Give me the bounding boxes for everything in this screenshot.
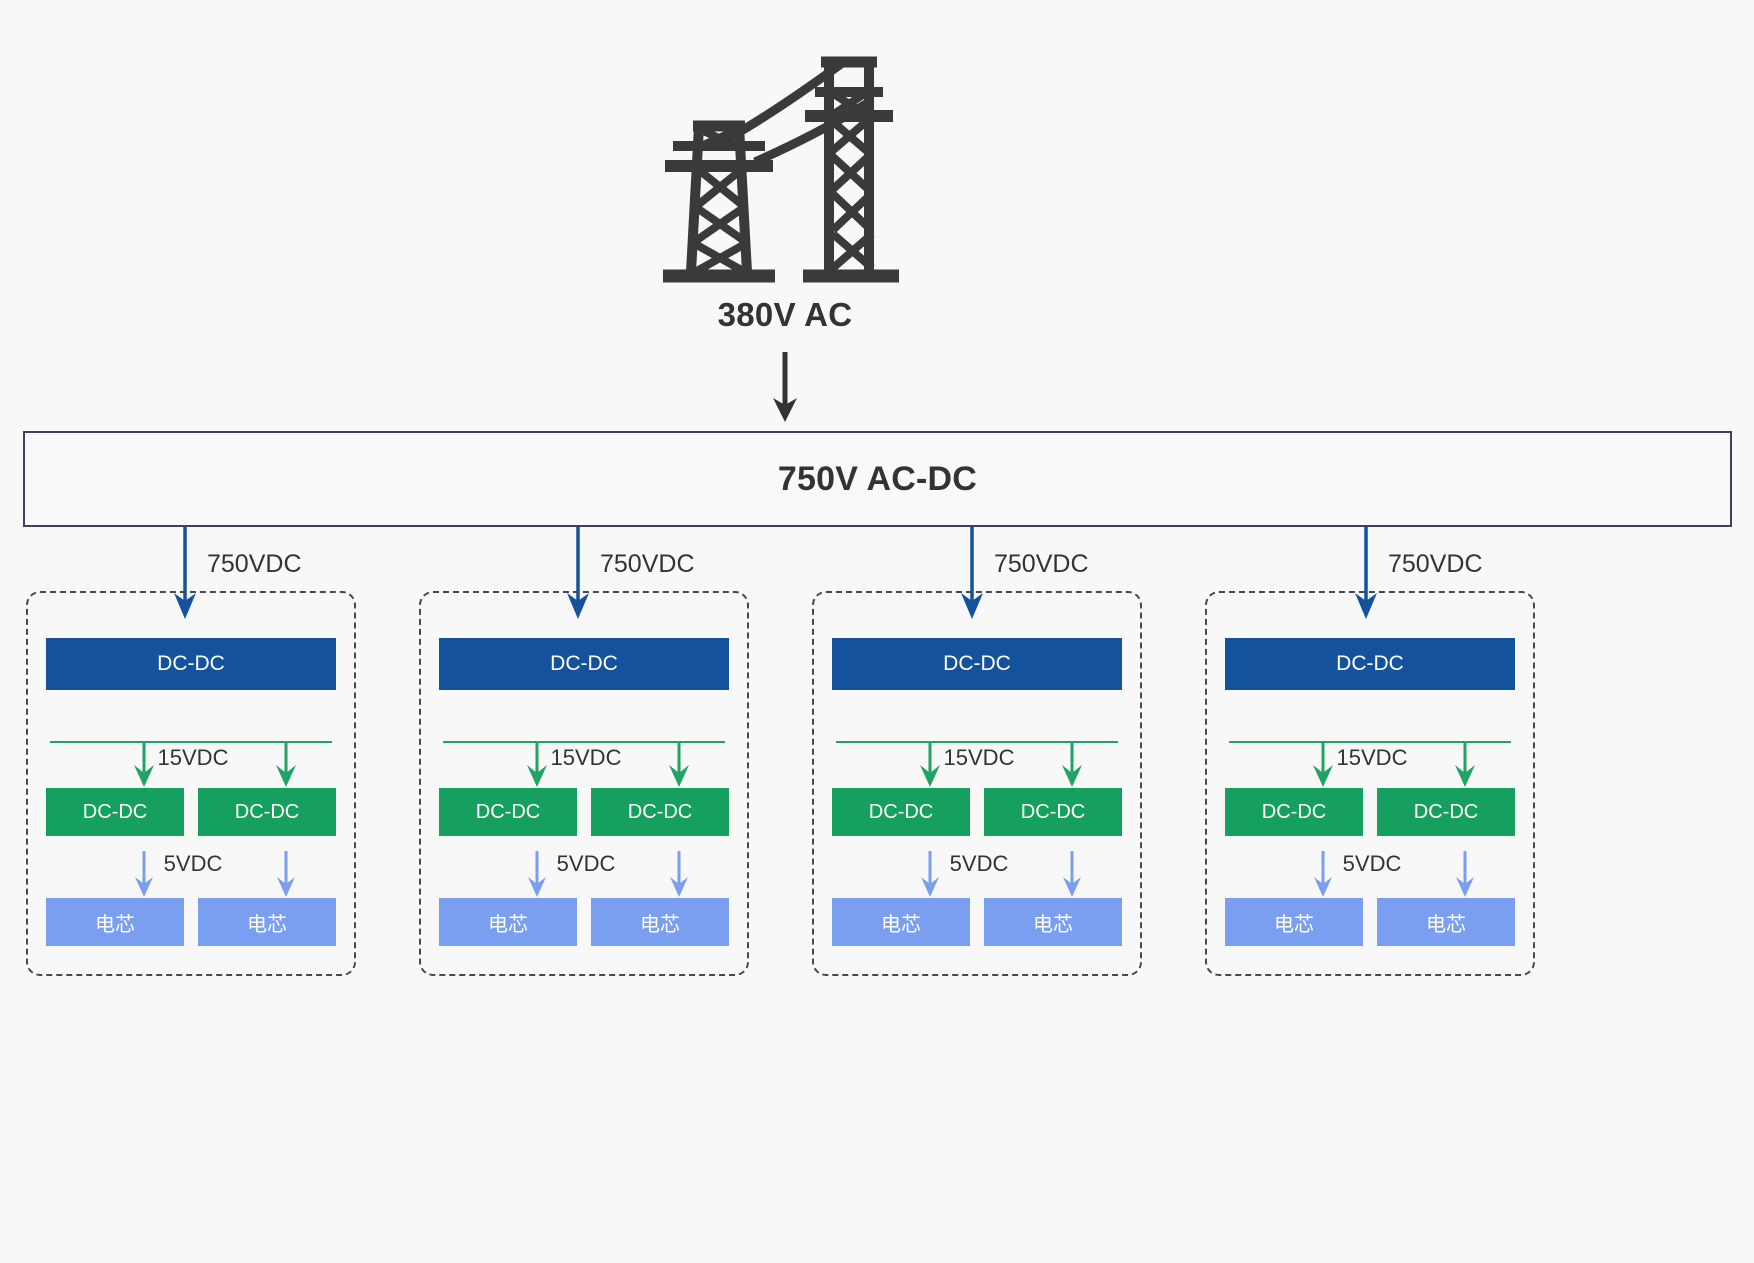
power-pylon-icon — [655, 40, 915, 290]
stage-label-5vdc: 5VDC — [1342, 851, 1402, 876]
power-module-group: DC-DC 15VDC DC-DC DC-DC 5VDC 电芯 电芯 — [812, 591, 1142, 976]
arrow-380vac-to-acdc — [770, 352, 800, 424]
arrow-5vdc-right — [1452, 851, 1478, 899]
arrow-15vdc-left — [917, 741, 943, 789]
stage-label-5vdc: 5VDC — [556, 851, 616, 876]
feed-label-module-4: 750VDC — [1388, 550, 1483, 578]
arrow-5vdc-left — [131, 851, 157, 899]
arrow-5vdc-right — [666, 851, 692, 899]
feed-label-module-2: 750VDC — [600, 550, 695, 578]
acdc-converter-label: 750V AC-DC — [777, 459, 978, 498]
arrow-15vdc-left — [524, 741, 550, 789]
dcdc-secondary-converter: DC-DC — [591, 788, 729, 836]
battery-cell: 电芯 — [439, 898, 577, 946]
source-voltage-label: 380V AC — [717, 296, 853, 333]
bus-line-15vdc — [1229, 741, 1511, 743]
battery-cell: 电芯 — [1225, 898, 1363, 946]
arrow-15vdc-right — [1059, 741, 1085, 789]
dcdc-primary-converter: DC-DC — [832, 638, 1122, 690]
battery-cell: 电芯 — [984, 898, 1122, 946]
dcdc-secondary-converter: DC-DC — [198, 788, 336, 836]
stage-label-15vdc: 15VDC — [1336, 745, 1408, 770]
dcdc-secondary-converter: DC-DC — [984, 788, 1122, 836]
arrow-15vdc-left — [131, 741, 157, 789]
acdc-converter-bar: 750V AC-DC — [23, 431, 1732, 527]
arrow-15vdc-right — [1452, 741, 1478, 789]
dcdc-primary-converter: DC-DC — [1225, 638, 1515, 690]
arrow-5vdc-left — [524, 851, 550, 899]
arrow-15vdc-right — [273, 741, 299, 789]
power-module-group: DC-DC 15VDC DC-DC DC-DC 5VDC 电芯 电芯 — [26, 591, 356, 976]
bus-line-15vdc — [50, 741, 332, 743]
arrow-750vdc-module-1 — [170, 527, 200, 621]
dcdc-secondary-converter: DC-DC — [1225, 788, 1363, 836]
arrow-15vdc-left — [1310, 741, 1336, 789]
stage-label-5vdc: 5VDC — [163, 851, 223, 876]
dcdc-secondary-converter: DC-DC — [46, 788, 184, 836]
battery-cell: 电芯 — [46, 898, 184, 946]
dcdc-primary-converter: DC-DC — [439, 638, 729, 690]
stage-label-15vdc: 15VDC — [157, 745, 229, 770]
dcdc-primary-converter: DC-DC — [46, 638, 336, 690]
arrow-5vdc-right — [1059, 851, 1085, 899]
arrow-750vdc-module-2 — [563, 527, 593, 621]
power-module-group: DC-DC 15VDC DC-DC DC-DC 5VDC 电芯 电芯 — [419, 591, 749, 976]
dcdc-secondary-converter: DC-DC — [1377, 788, 1515, 836]
arrow-750vdc-module-4 — [1351, 527, 1381, 621]
feed-label-module-1: 750VDC — [207, 550, 302, 578]
stage-label-5vdc: 5VDC — [949, 851, 1009, 876]
battery-cell: 电芯 — [1377, 898, 1515, 946]
bus-line-15vdc — [443, 741, 725, 743]
battery-cell: 电芯 — [832, 898, 970, 946]
arrow-750vdc-module-3 — [957, 527, 987, 621]
stage-label-15vdc: 15VDC — [550, 745, 622, 770]
power-module-group: DC-DC 15VDC DC-DC DC-DC 5VDC 电芯 电芯 — [1205, 591, 1535, 976]
bus-line-15vdc — [836, 741, 1118, 743]
battery-cell: 电芯 — [198, 898, 336, 946]
arrow-5vdc-right — [273, 851, 299, 899]
feed-label-module-3: 750VDC — [994, 550, 1089, 578]
arrow-5vdc-left — [1310, 851, 1336, 899]
battery-cell: 电芯 — [591, 898, 729, 946]
dcdc-secondary-converter: DC-DC — [439, 788, 577, 836]
dcdc-secondary-converter: DC-DC — [832, 788, 970, 836]
arrow-5vdc-left — [917, 851, 943, 899]
stage-label-15vdc: 15VDC — [943, 745, 1015, 770]
arrow-15vdc-right — [666, 741, 692, 789]
